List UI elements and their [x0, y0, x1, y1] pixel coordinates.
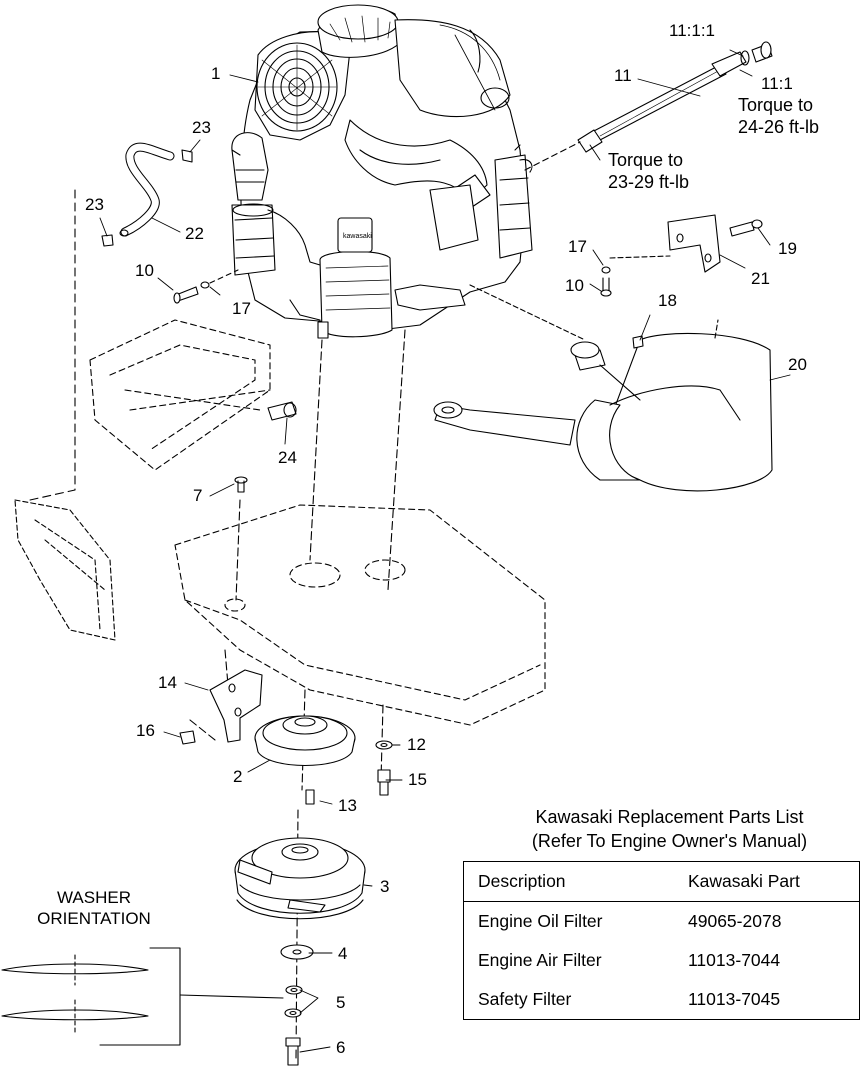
pulley-2 — [254, 715, 356, 766]
callout-7: 7 — [193, 486, 203, 505]
callout-21: 21 — [751, 269, 770, 288]
callout-23-top: 23 — [192, 118, 211, 137]
washer-orientation-detail — [1, 947, 284, 1046]
row-description: Safety Filter — [478, 989, 572, 1009]
callout-11-1: 11:1 — [761, 74, 793, 93]
callout-13: 13 — [338, 796, 357, 815]
washer-12 — [375, 740, 393, 796]
callout-17-right: 17 — [568, 237, 587, 256]
clutch-3 — [234, 837, 366, 920]
bracket-14 — [179, 669, 263, 745]
rear-bracket-dashed — [14, 499, 116, 641]
parts-list-table: Description Kawasaki Part Engine Oil Fil… — [463, 861, 860, 1020]
breather-hose-drawing — [29, 142, 193, 501]
callout-23-left: 23 — [85, 195, 104, 214]
callout-22: 22 — [185, 224, 204, 243]
table-row: Safety Filter 11013-7045 — [464, 980, 860, 1020]
left-bolt-drawing — [173, 269, 239, 304]
callout-1: 1 — [211, 64, 221, 83]
callout-24: 24 — [278, 448, 297, 467]
callout-15: 15 — [408, 770, 427, 789]
callout-11: 11 — [614, 66, 632, 85]
callout-20: 20 — [788, 355, 807, 374]
table-row: Engine Oil Filter 49065-2078 — [464, 902, 860, 942]
mower-deck-dashed — [174, 504, 546, 726]
torque-note-fuel-line-line2: 23-29 ft-lb — [608, 172, 690, 192]
row-part-number: 11013-7044 — [688, 950, 781, 970]
muffler-drawing — [433, 214, 773, 492]
callout-19: 19 — [778, 239, 797, 258]
torque-note-fitting-line1: Torque to — [738, 95, 814, 115]
row-part-number: 11013-7045 — [688, 989, 781, 1009]
washer-4 — [280, 944, 314, 960]
leader-lines — [99, 49, 791, 1053]
callout-12: 12 — [407, 735, 426, 754]
key-13 — [305, 789, 315, 805]
callout-5: 5 — [336, 993, 346, 1012]
engine-drawing: kawasaki — [231, 4, 533, 339]
callout-3: 3 — [380, 877, 390, 896]
fuel-line-drawing — [524, 41, 773, 171]
washer-orientation-title-line1: WASHER — [57, 888, 131, 907]
washer-orientation-title: WASHER ORIENTATION — [0, 887, 188, 929]
torque-note-fitting: Torque to 24-26 ft-lb — [738, 94, 819, 138]
washer-orientation-title-line2: ORIENTATION — [37, 909, 151, 928]
callout-14: 14 — [158, 673, 177, 692]
callout-17-left: 17 — [232, 299, 251, 318]
parts-list-title-line2: (Refer To Engine Owner's Manual) — [531, 831, 808, 851]
row-description: Engine Air Filter — [478, 950, 602, 970]
pin-7 — [234, 476, 248, 493]
table-row: Engine Air Filter 11013-7044 — [464, 941, 860, 980]
parts-list-title: Kawasaki Replacement Parts List (Refer T… — [478, 805, 861, 853]
engine-frame-dashed — [89, 319, 271, 471]
parts-list-title-line1: Kawasaki Replacement Parts List — [535, 807, 804, 827]
callout-2: 2 — [233, 767, 243, 786]
row-part-number: 49065-2078 — [688, 911, 782, 931]
callout-10-right: 10 — [565, 276, 584, 295]
torque-note-fuel-line: Torque to 23-29 ft-lb — [608, 149, 689, 193]
callout-10-left: 10 — [135, 261, 154, 280]
callout-6: 6 — [336, 1038, 346, 1057]
callout-4: 4 — [338, 944, 348, 963]
header-description: Description — [478, 871, 566, 891]
callout-18: 18 — [658, 291, 677, 310]
row-description: Engine Oil Filter — [478, 911, 603, 931]
washers-5 — [284, 985, 303, 1018]
callout-16: 16 — [136, 721, 155, 740]
bolt-6 — [285, 1037, 301, 1066]
header-kawasaki-part: Kawasaki Part — [688, 871, 800, 891]
torque-note-fitting-line2: 24-26 ft-lb — [738, 117, 820, 137]
strap-24 — [267, 401, 297, 421]
parts-list-header-row: Description Kawasaki Part — [463, 862, 860, 902]
callout-11-1-1: 11:1:1 — [669, 21, 716, 40]
svg-text:kawasaki: kawasaki — [343, 233, 372, 240]
torque-note-fuel-line-line1: Torque to — [608, 150, 684, 170]
